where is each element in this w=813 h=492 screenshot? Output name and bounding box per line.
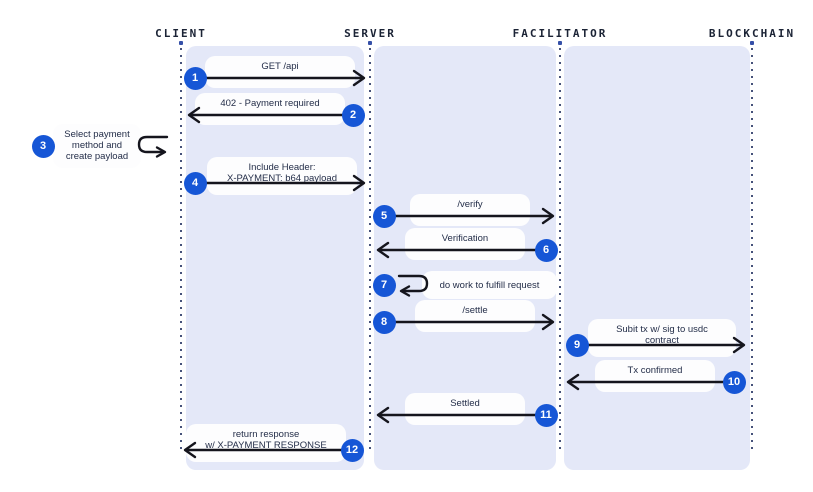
message-label: Include Header: X-PAYMENT: b64 payload xyxy=(207,157,357,195)
lifeline-server xyxy=(369,48,371,450)
actor-blockchain: BLOCKCHAIN xyxy=(708,27,796,40)
step-badge: 10 xyxy=(722,370,746,394)
arrow-left xyxy=(376,241,547,259)
lifeline-dot-server xyxy=(368,41,372,45)
self-loop-arrow-left xyxy=(397,274,429,297)
step-badge: 7 xyxy=(372,273,396,297)
step-badge: 2 xyxy=(341,103,365,127)
self-note-label: do work to fulfill request xyxy=(422,271,557,299)
actor-facilitator: FACILITATOR xyxy=(512,27,608,40)
arrow-left xyxy=(566,373,737,391)
arrow-right xyxy=(384,313,555,331)
lane-panel-facilitator-blockchain xyxy=(564,46,750,470)
message-label: Subit tx w/ sig to usdc contract xyxy=(588,319,736,357)
arrow-right xyxy=(195,174,366,192)
message-label: 402 - Payment required xyxy=(195,93,345,125)
message-label: /settle xyxy=(415,300,535,332)
arrow-right xyxy=(384,207,555,225)
step-badge: 9 xyxy=(565,333,589,357)
step-badge: 5 xyxy=(372,204,396,228)
arrow-right xyxy=(195,69,366,87)
step-badge: 4 xyxy=(183,171,207,195)
step-badge: 11 xyxy=(534,403,558,427)
lifeline-dot-blockchain xyxy=(750,41,754,45)
actor-server: SERVER xyxy=(344,27,396,40)
lifeline-dot-facilitator xyxy=(558,41,562,45)
message-label: Verification xyxy=(405,228,525,260)
arrow-left xyxy=(376,406,547,424)
lifeline-dot-client xyxy=(179,41,183,45)
step-badge: 1 xyxy=(183,66,207,90)
actor-client: CLIENT xyxy=(155,27,207,40)
lifeline-facilitator xyxy=(559,48,561,450)
self-loop-arrow-right xyxy=(137,135,169,158)
step-badge: 8 xyxy=(372,310,396,334)
lifeline-client xyxy=(180,48,182,450)
step-badge: 6 xyxy=(534,238,558,262)
arrow-left xyxy=(187,106,356,124)
message-label: GET /api xyxy=(205,56,355,88)
message-label: /verify xyxy=(410,194,530,226)
message-label: Tx confirmed xyxy=(595,360,715,392)
arrow-right xyxy=(577,336,746,354)
step-badge: 3 xyxy=(31,134,55,158)
arrow-left xyxy=(183,441,354,459)
self-note-label: Select payment method and create payload xyxy=(53,124,141,168)
lifeline-blockchain xyxy=(751,48,753,450)
step-badge: 12 xyxy=(340,438,364,462)
message-label: Settled xyxy=(405,393,525,425)
message-label: return response w/ X-PAYMENT RESPONSE xyxy=(186,424,346,462)
